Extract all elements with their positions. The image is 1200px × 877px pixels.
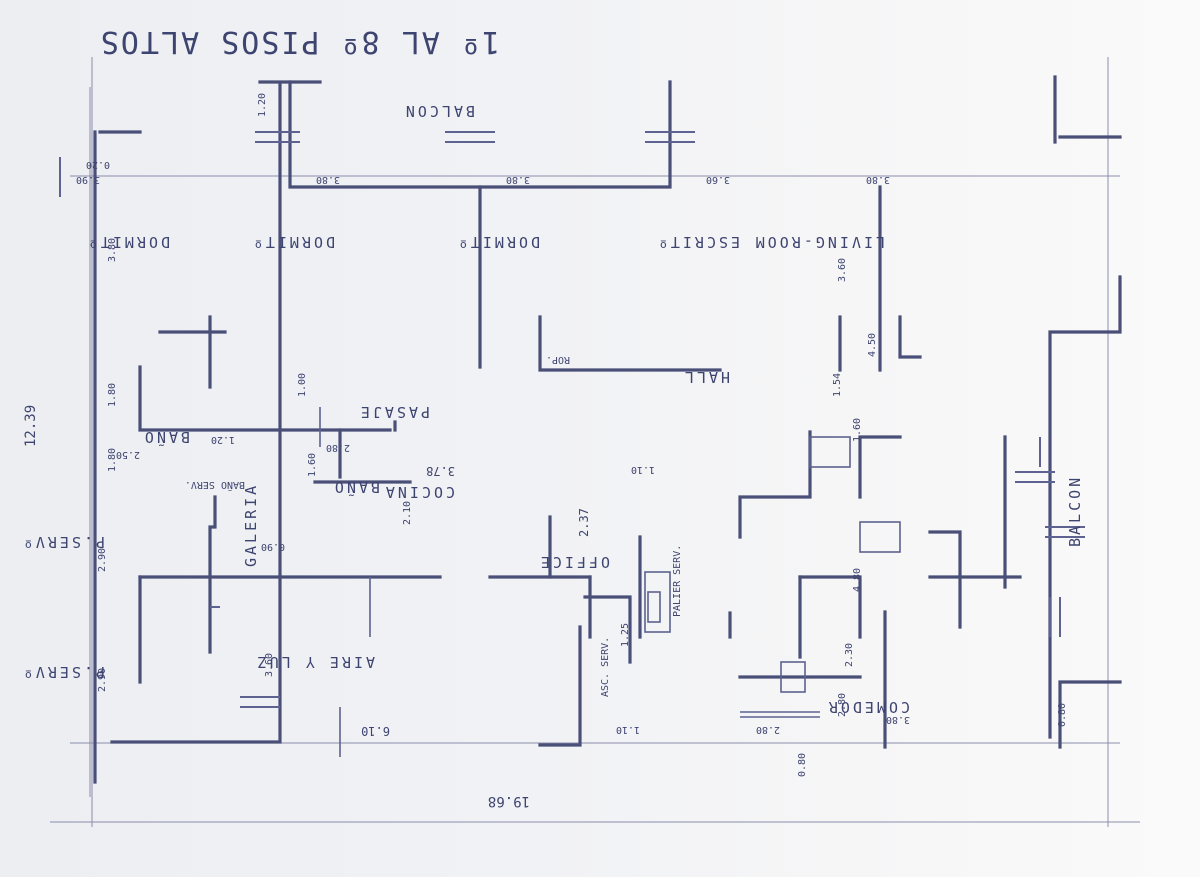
label-dormit-1: DORMITº xyxy=(86,233,170,251)
dim-1-80b: 1.80 xyxy=(107,448,118,472)
dim-4-80: 4.80 xyxy=(852,568,863,592)
dim-3-90: 3.90 xyxy=(76,174,100,185)
label-p-serv-1: P.SERVº xyxy=(21,533,105,551)
dim-2-80a: 2.80 xyxy=(326,442,350,453)
dim-1-60a: 1.60 xyxy=(307,453,318,477)
dimension-labels: 3.90 3.80 3.80 3.60 3.80 3.80 3.60 1.20 … xyxy=(23,93,1068,809)
dim-3-80c: 3.80 xyxy=(866,174,890,185)
dim-1-10: 1.10 xyxy=(631,464,655,475)
plan-title: 1º AL 8º PISOS ALTOS xyxy=(99,24,500,59)
dim-2-90b: 2.90 xyxy=(97,668,108,692)
dim-4-50: 4.50 xyxy=(867,333,878,357)
fixtures xyxy=(319,407,901,757)
label-office: OFFICE xyxy=(538,553,610,571)
dim-1-60b: 1.60 xyxy=(852,418,863,442)
dim-0-20: 0.20 xyxy=(86,159,110,170)
dim-0-90a: 0.90 xyxy=(261,541,285,552)
label-p-serv-2: P.SERVº xyxy=(21,663,105,681)
dim-3-80a: 3.80 xyxy=(316,174,340,185)
dim-0-80b: 0.80 xyxy=(1057,703,1068,727)
dim-2-80b: 2.80 xyxy=(837,693,848,717)
dim-3-60c: 3.60 xyxy=(264,653,275,677)
label-bano-serv: BAÑO SERV. xyxy=(185,479,245,492)
dim-1-20b: 1.20 xyxy=(211,434,235,445)
dim-3-60a: 3.60 xyxy=(706,174,730,185)
dimension-lines xyxy=(50,57,1140,827)
dim-2-80c: 2.80 xyxy=(756,724,780,735)
label-pasaje: PASAJE xyxy=(358,403,430,421)
dim-2-50: 2.50 xyxy=(116,449,140,460)
opening-ticks xyxy=(59,131,1085,708)
label-escrit: ESCRITº xyxy=(656,233,740,251)
label-palier-serv: PALIER SERV. xyxy=(672,545,683,617)
dim-1-00: 1.00 xyxy=(297,373,308,397)
dim-1-10b: 1.10 xyxy=(616,724,640,735)
label-balcon-top: BALCON xyxy=(403,102,475,120)
label-comedor: COMEDOR xyxy=(826,698,910,716)
dim-1-20a: 1.20 xyxy=(257,93,268,117)
dim-12-39: 12.39 xyxy=(23,405,39,447)
room-labels: 1º AL 8º PISOS ALTOS BALCON DORMITº DORM… xyxy=(21,24,1084,716)
label-living-room: LIVING-ROOM xyxy=(753,233,885,251)
label-asc-serv: ASC. SERV. xyxy=(600,637,611,697)
dim-3-80e: 3.80 xyxy=(886,714,910,725)
label-bano-2: BAÑO xyxy=(332,478,380,497)
label-balcon-right: BALCON xyxy=(1066,475,1084,547)
dim-1-25: 1.25 xyxy=(620,623,631,647)
label-hall: HALL xyxy=(682,368,730,386)
dim-6-10: 6.10 xyxy=(361,724,390,738)
dim-2-37: 2.37 xyxy=(577,508,591,537)
label-cocina: COCINA xyxy=(383,483,455,501)
dim-2-90a: 2.90 xyxy=(97,548,108,572)
dim-3-60b: 3.60 xyxy=(837,258,848,282)
walls xyxy=(93,75,1122,784)
dim-3-80b: 3.80 xyxy=(506,174,530,185)
dim-1-80a: 1.80 xyxy=(107,383,118,407)
dim-3-80d: 3.80 xyxy=(107,238,118,262)
label-dormit-3: DORMITº xyxy=(456,233,540,251)
dim-2-10: 2.10 xyxy=(402,501,413,525)
dim-3-78: 3.78 xyxy=(426,464,455,478)
label-rop: ROP. xyxy=(546,354,570,365)
label-dormit-2: DORMITº xyxy=(251,233,335,251)
label-aire-y-luz: AIRE Y LUZ xyxy=(255,653,375,671)
dim-19-68: 19.68 xyxy=(488,793,530,809)
dim-2-30: 2.30 xyxy=(844,643,855,667)
label-galeria: GALERIA xyxy=(242,483,260,567)
dim-0-80a: 0.80 xyxy=(797,753,808,777)
label-bano-1: BAÑO xyxy=(142,428,190,447)
dim-1-54: 1.54 xyxy=(832,373,843,397)
